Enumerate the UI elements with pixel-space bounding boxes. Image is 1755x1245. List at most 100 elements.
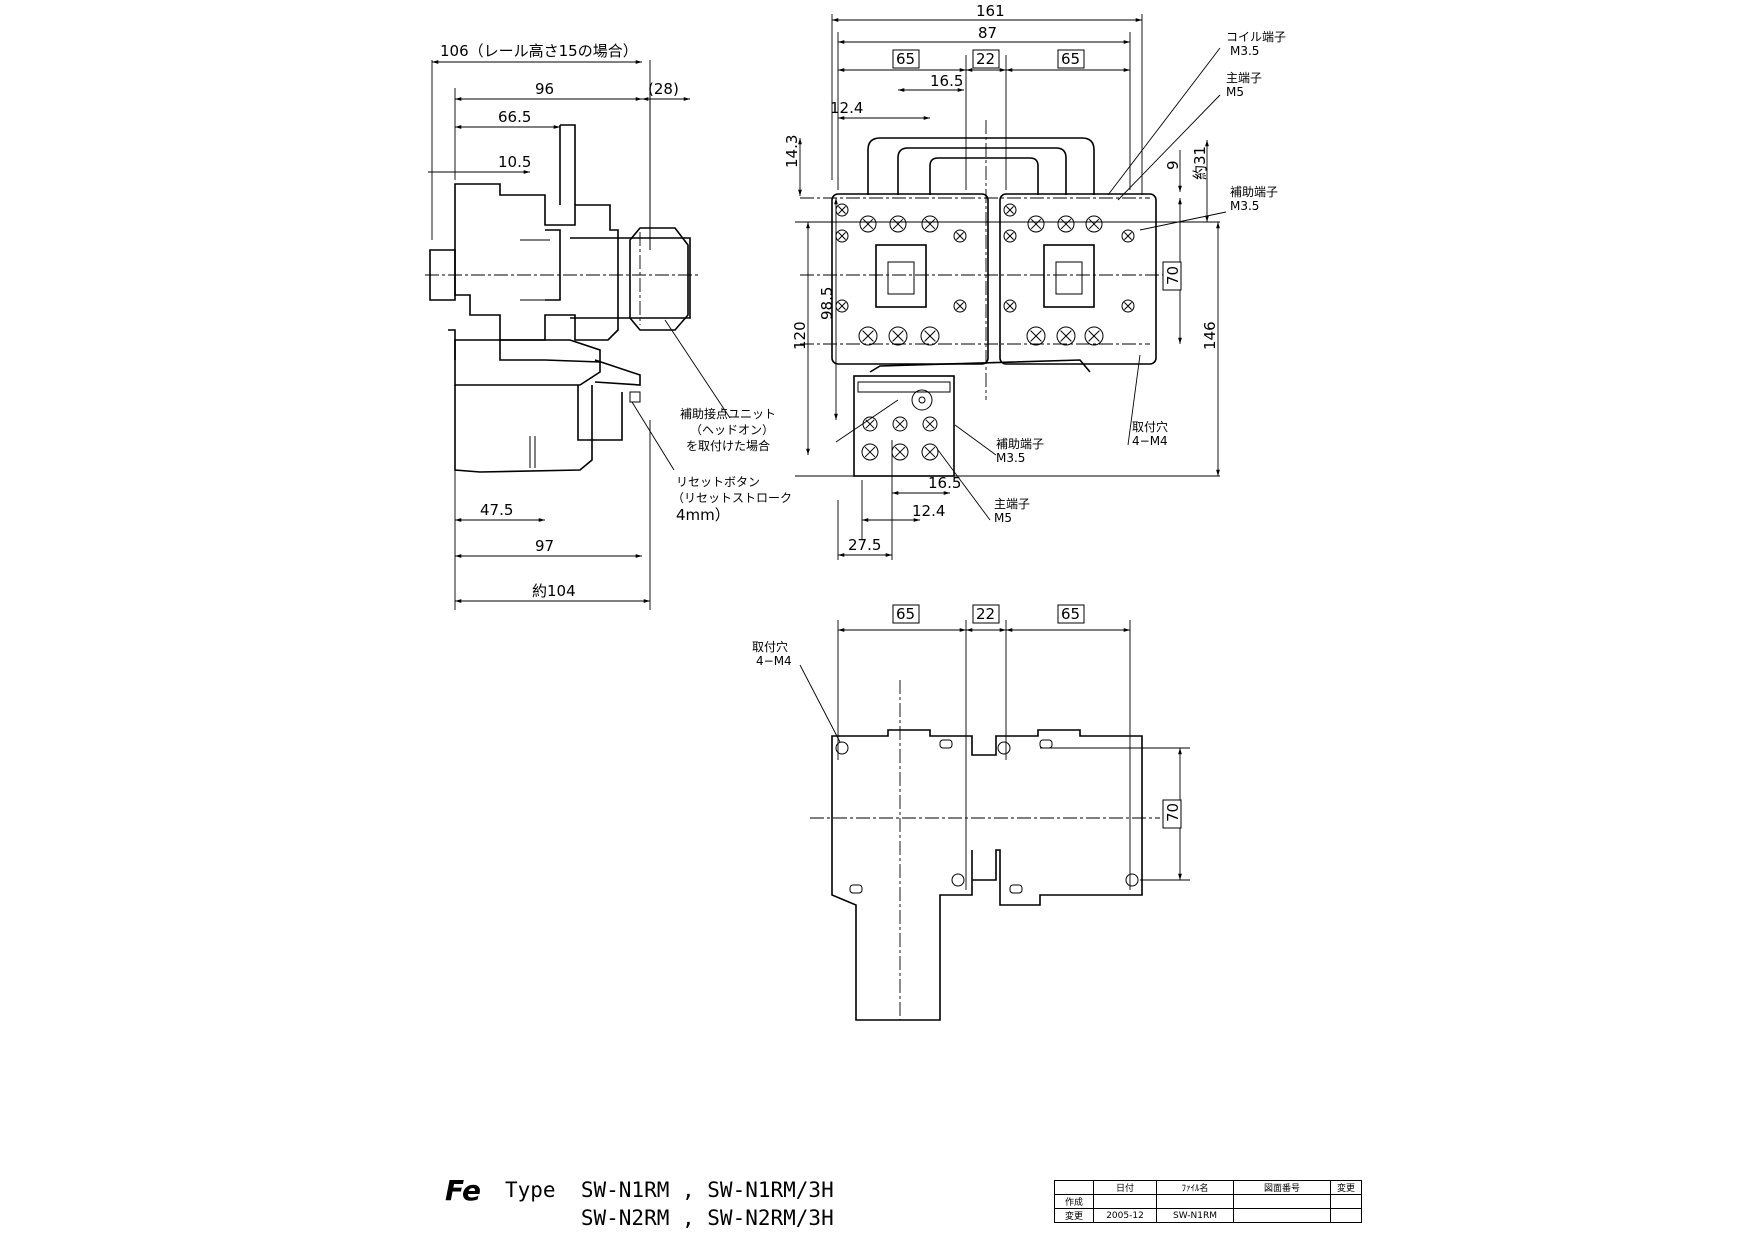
dim-98-5: 98.5	[818, 287, 836, 320]
label-aux-bottom-2: M3.5	[996, 451, 1025, 465]
screw-cross	[1060, 330, 1072, 342]
label-aux-unit-3: を取付けた場合	[686, 438, 770, 453]
dim-65-right: 65	[1061, 50, 1080, 68]
screw-cross	[838, 206, 846, 214]
terminal-screws	[835, 203, 1135, 461]
terminal-screw-icon	[1026, 326, 1046, 346]
dim-16-5-bottom: 16.5	[928, 474, 961, 492]
dim-28: (28)	[648, 80, 679, 98]
terminal-screw-icon	[1057, 215, 1075, 233]
label-coil-2: M3.5	[1230, 44, 1259, 58]
terminal-screw-icon	[858, 326, 878, 346]
screw-cross	[864, 446, 876, 458]
label-reset-3: 4mm）	[676, 506, 730, 524]
screw-cross	[924, 446, 936, 458]
dim-106: 106（レール高さ15の場合）	[440, 42, 638, 60]
fuji-logo: Fe	[445, 1174, 481, 1207]
terminal-screw-icon	[889, 215, 907, 233]
screw-cross	[1006, 232, 1014, 240]
mount-dim-65-left: 65	[896, 605, 915, 623]
terminal-screw-icon	[921, 215, 939, 233]
terminal-screw-icon	[892, 416, 908, 432]
title-block: 日付 ﾌｧｲﾙ名 図面番号 変更 作成 変更 2005-12 SW-N1RM	[1054, 1180, 1362, 1223]
label-mount-1: 取付穴	[1132, 419, 1168, 434]
header-date: 日付	[1093, 1180, 1157, 1195]
terminal-screw-icon	[1085, 215, 1103, 233]
screw-cross	[1124, 302, 1132, 310]
screw-cross	[956, 302, 964, 310]
terminal-screw-icon	[921, 443, 939, 461]
label-main-bottom-1: 主端子	[994, 497, 1030, 511]
row-changed-file: SW-N1RM	[1156, 1208, 1234, 1223]
terminal-screw-icon	[953, 229, 967, 243]
row-changed-date: 2005-12	[1093, 1208, 1157, 1223]
mount-dim-22: 22	[976, 605, 995, 623]
screw-cross	[1030, 330, 1042, 342]
label-aux-unit-1: 補助接点ユニット	[680, 406, 776, 421]
front-view: 161 87 65 22 65 16.5 12.4 14.3 9 約31 98.…	[783, 2, 1286, 560]
terminal-screw-icon	[1121, 229, 1135, 243]
terminal-screw-icon	[920, 326, 940, 346]
screw-cross	[894, 446, 906, 458]
label-reset-2: （リセットストローク	[672, 491, 792, 505]
terminal-screw-icon	[1003, 299, 1017, 313]
dim-27-5: 27.5	[848, 536, 881, 554]
screw-cross	[1088, 218, 1100, 230]
screw-cross	[1060, 218, 1072, 230]
screw-cross	[1006, 206, 1014, 214]
row-created-label: 作成	[1054, 1194, 1094, 1209]
dim-14-3: 14.3	[783, 135, 801, 168]
terminal-screw-icon	[1056, 326, 1076, 346]
terminal-screw-icon	[1084, 326, 1104, 346]
dim-10-5: 10.5	[498, 153, 531, 171]
dim-104: 約104	[532, 582, 576, 600]
type-line-2: SW-N2RM , SW-N2RM/3H	[505, 1206, 834, 1230]
label-mount-2: 4−M4	[1132, 434, 1168, 448]
label-main-bottom-2: M5	[994, 511, 1012, 525]
dim-65-left: 65	[896, 50, 915, 68]
screw-cross	[924, 218, 936, 230]
dim-9: 9	[1164, 160, 1182, 170]
dim-31: 約31	[1191, 146, 1209, 180]
screw-cross	[925, 419, 935, 429]
label-aux-top-1: 補助端子	[1230, 185, 1278, 199]
label-coil-1: コイル端子	[1226, 30, 1286, 44]
dim-16-5-top: 16.5	[930, 72, 963, 90]
type-designation: Type SW-N1RM , SW-N1RM/3H SW-N2RM , SW-N…	[505, 1176, 834, 1232]
dim-12-4-bottom: 12.4	[912, 502, 945, 520]
dim-70: 70	[1164, 266, 1182, 285]
dim-12-4-top: 12.4	[830, 99, 863, 117]
header-drawing-no: 図面番号	[1233, 1180, 1331, 1195]
mount-dim-70: 70	[1164, 803, 1182, 822]
dim-87: 87	[978, 24, 997, 42]
header-file: ﾌｧｲﾙ名	[1156, 1180, 1234, 1195]
mount-dim-65-right: 65	[1061, 605, 1080, 623]
dim-66-5: 66.5	[498, 108, 531, 126]
label-aux-top-2: M3.5	[1230, 199, 1259, 213]
terminal-screw-icon	[953, 299, 967, 313]
dim-22: 22	[976, 50, 995, 68]
screw-cross	[838, 302, 846, 310]
screw-cross	[1088, 330, 1100, 342]
dim-146: 146	[1201, 321, 1219, 350]
row-changed-label: 変更	[1054, 1208, 1094, 1223]
dim-47-5: 47.5	[480, 501, 513, 519]
screw-cross	[862, 330, 874, 342]
screw-cross	[956, 232, 964, 240]
label-aux-bottom-1: 補助端子	[996, 437, 1044, 451]
terminal-screw-icon	[861, 443, 879, 461]
mount-label-2: 4−M4	[756, 654, 792, 668]
mounting-view: 65 22 65 70 取付穴 4−M4	[752, 604, 1190, 1021]
label-reset-1: リセットボタン	[676, 475, 760, 489]
type-line-1: Type SW-N1RM , SW-N1RM/3H	[505, 1178, 834, 1202]
terminal-screw-icon	[1003, 203, 1017, 217]
header-change: 変更	[1330, 1180, 1362, 1195]
dim-161: 161	[976, 2, 1005, 20]
screw-cross	[1006, 302, 1014, 310]
screw-cross	[924, 330, 936, 342]
screw-cross	[1030, 218, 1042, 230]
terminal-screw-icon	[1027, 215, 1045, 233]
screw-cross	[862, 218, 874, 230]
mount-label-1: 取付穴	[752, 639, 788, 654]
